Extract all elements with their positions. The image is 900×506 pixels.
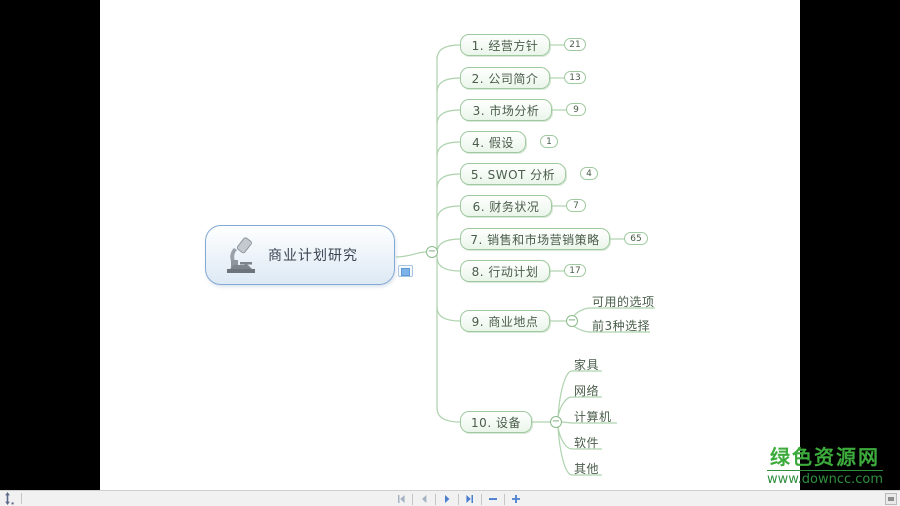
topic-node-label: 7. 销售和市场营销策略 (470, 232, 600, 247)
mindmap-canvas[interactable]: 商业计划研究 − 1. 经营方针 21 2. 公司简介 13 3. 市场分析 9 4. 假设 1… (0, 0, 900, 490)
letterbox-right (800, 0, 900, 490)
subtopic-count: 17 (569, 265, 581, 276)
subtopic-count-badge[interactable]: 1 (540, 135, 558, 148)
subtopic-count-badge[interactable]: 17 (564, 264, 586, 277)
branch-line (557, 370, 602, 418)
zoom-in-icon[interactable] (509, 493, 523, 505)
letterbox-left (0, 0, 100, 490)
topic-node-label: 5. SWOT 分析 (470, 167, 556, 182)
first-page-icon[interactable] (394, 493, 408, 505)
topic-node-label: 6. 财务状况 (472, 199, 540, 214)
topic-node-label: 2. 公司简介 (471, 71, 539, 86)
branch-connectors (395, 44, 655, 476)
nav-divider (504, 493, 505, 505)
subtopic-label[interactable]: 网络 (574, 384, 600, 398)
topic-node-label: 1. 经营方针 (471, 38, 539, 53)
subtopic-count: 21 (569, 39, 581, 50)
subtopic-label[interactable]: 可用的选项 (592, 295, 655, 309)
topic-node[interactable]: 3. 市场分析 (460, 99, 552, 121)
root-topic-label: 商业计划研究 (268, 248, 358, 264)
branch-line (436, 44, 461, 60)
branch-line (436, 173, 461, 189)
topic-node[interactable]: 5. SWOT 分析 (460, 163, 566, 185)
note-marker-icon[interactable] (398, 265, 413, 277)
topic-node-label: 9. 商业地点 (471, 314, 539, 329)
next-page-icon[interactable] (440, 493, 454, 505)
branch-line (436, 238, 461, 254)
subtopic-label[interactable]: 软件 (574, 436, 600, 450)
topic-node[interactable]: 7. 销售和市场营销策略 (460, 228, 610, 250)
root-topic[interactable]: 商业计划研究 (205, 225, 395, 285)
topic-node[interactable]: 4. 假设 (460, 131, 526, 153)
branch-line (573, 307, 655, 317)
branch-line (436, 77, 461, 93)
nav-divider (412, 493, 413, 505)
topic-node-label: 8. 行动计划 (471, 264, 539, 279)
zoom-out-icon[interactable] (486, 493, 500, 505)
root-collapse-toggle[interactable]: − (426, 246, 438, 258)
branch-line (436, 306, 461, 322)
branch-line (436, 205, 461, 221)
topic-node[interactable]: 8. 行动计划 (460, 260, 550, 282)
page-navigation-controls (394, 492, 523, 506)
branch-line (573, 325, 650, 333)
subtopic-count: 4 (586, 168, 592, 179)
topic-node-label: 3. 市场分析 (472, 103, 540, 118)
subtopic-count: 13 (569, 72, 581, 83)
branch-line (395, 251, 427, 258)
branch-line (436, 256, 461, 272)
subtopic-label[interactable]: 家具 (574, 358, 600, 372)
status-bar (0, 490, 900, 506)
last-page-icon[interactable] (463, 493, 477, 505)
subtopic-collapse-toggle[interactable]: − (566, 315, 578, 327)
canvas-corner-icon[interactable] (885, 493, 897, 505)
nav-divider (458, 493, 459, 505)
topic-node[interactable]: 2. 公司简介 (460, 67, 550, 89)
subtopic-count-badge[interactable]: 21 (564, 38, 586, 51)
subtopic-count-badge[interactable]: 65 (624, 232, 648, 245)
previous-page-icon[interactable] (417, 493, 431, 505)
watermark-site-name: 绿色资源网 (770, 445, 880, 469)
subtopic-label[interactable]: 计算机 (574, 410, 612, 424)
branch-line (561, 421, 617, 424)
branch-line (557, 396, 602, 418)
site-watermark: 绿色资源网 www.downcc.com (752, 447, 898, 486)
branch-line (436, 109, 461, 125)
nav-divider (481, 493, 482, 505)
statusbar-divider (21, 493, 22, 504)
watermark-site-url: www.downcc.com (766, 470, 884, 487)
microscope-icon (227, 237, 255, 273)
subtopic-label[interactable]: 其他 (574, 462, 600, 476)
subtopic-count: 7 (573, 200, 579, 211)
topic-node-label: 10. 设备 (471, 415, 521, 430)
branch-line (557, 426, 602, 476)
subtopic-count-badge[interactable]: 9 (566, 103, 586, 116)
topic-node[interactable]: 6. 财务状况 (460, 195, 552, 217)
nav-divider (435, 493, 436, 505)
subtopic-count-badge[interactable]: 7 (566, 199, 586, 212)
topic-node[interactable]: 9. 商业地点 (460, 310, 550, 332)
subtopic-count: 1 (546, 136, 552, 147)
subtopic-count-badge[interactable]: 4 (580, 167, 598, 180)
subtopic-count: 9 (573, 104, 579, 115)
vertical-pan-icon[interactable] (3, 492, 17, 505)
subtopic-count: 65 (630, 233, 642, 244)
branch-line (436, 407, 461, 423)
topic-node-label: 4. 假设 (472, 135, 514, 150)
branch-line (436, 141, 461, 157)
subtopic-count-badge[interactable]: 13 (564, 71, 586, 84)
subtopic-label[interactable]: 前3种选择 (592, 319, 651, 333)
topic-node[interactable]: 10. 设备 (460, 411, 532, 433)
subtopic-collapse-toggle[interactable]: − (550, 416, 562, 428)
topic-node[interactable]: 1. 经营方针 (460, 34, 550, 56)
